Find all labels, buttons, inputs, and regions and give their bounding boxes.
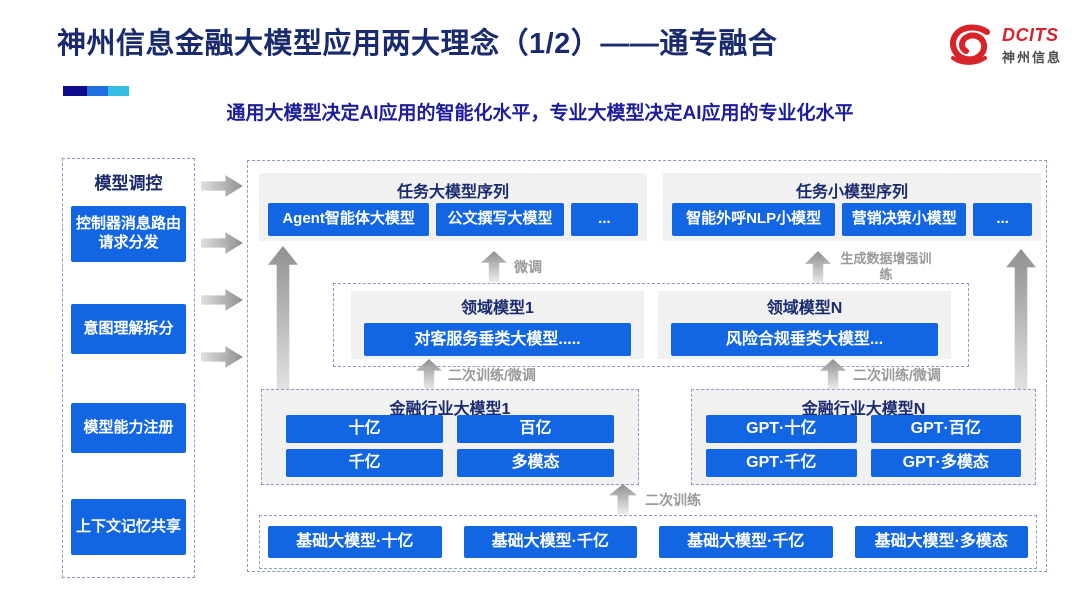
sidebar-item-router-dispatch: 控制器消息路由请求分发 (71, 206, 186, 262)
domain-model-section: 领域模型1 对客服务垂类大模型..... 领域模型N 风险合规垂类大模型... (333, 283, 969, 367)
arrow-right-icon (201, 232, 243, 254)
financial-industry-model-1-title: 金融行业大模型1 (389, 401, 511, 418)
billion-model-box: 十亿 (286, 415, 443, 443)
ten-billion-model-box: 百亿 (457, 415, 614, 443)
outbound-nlp-model-box: 智能外呼NLP小模型 (672, 203, 836, 236)
base-model-multimodal-box: 基础大模型·多模态 (854, 526, 1028, 558)
domain-model-n: 领域模型N 风险合规垂类大模型... (658, 291, 951, 359)
gpt-hundred-billion-model-box: GPT·千亿 (706, 449, 857, 477)
accent-segment-light (108, 86, 129, 96)
base-model-section: 基础大模型·十亿 基础大模型·千亿 基础大模型·千亿 基础大模型·多模态 (259, 515, 1037, 569)
gpt-billion-model-box: GPT·十亿 (706, 415, 857, 443)
hundred-billion-model-box: 千亿 (286, 449, 443, 477)
dcits-swirl-icon (950, 24, 990, 65)
financial-industry-model-n-section: 金融行业大模型N GPT·十亿 GPT·百亿 GPT·千亿 GPT·多模态 (691, 389, 1036, 485)
arrow-right-icon (201, 289, 243, 311)
risk-compliance-vertical-model-box: 风险合规垂类大模型... (671, 323, 938, 356)
document-writing-model-box: 公文撰写大模型 (436, 203, 564, 236)
task-small-ellipsis-box: ... (973, 203, 1032, 236)
model-architecture-panel: 任务大模型序列 Agent智能体大模型 公文撰写大模型 ... 任务小模型序列 … (247, 160, 1047, 572)
brand-logo: DCITS 神州信息 (949, 24, 1062, 66)
arrow-up-icon (481, 251, 507, 282)
financial-industry-model-n-title: 金融行业大模型N (801, 401, 926, 418)
base-model-hundred-billion-box-1: 基础大模型·千亿 (463, 526, 637, 558)
gpt-multimodal-model-box: GPT·多模态 (870, 449, 1021, 477)
arrow-up-icon (1006, 249, 1036, 390)
task-small-model-section: 任务小模型序列 智能外呼NLP小模型 营销决策小模型 ... (663, 173, 1041, 241)
domain-model-1-title: 领域模型1 (461, 300, 534, 317)
accent-segment-mid (87, 86, 108, 96)
domain-model-1: 领域模型1 对客服务垂类大模型..... (351, 291, 644, 359)
task-large-model-section: 任务大模型序列 Agent智能体大模型 公文撰写大模型 ... (259, 173, 647, 241)
arrow-right-icon (201, 175, 243, 197)
model-control-title: 模型调控 (94, 174, 163, 193)
agent-large-model-box: Agent智能体大模型 (268, 203, 430, 236)
task-large-ellipsis-box: ... (570, 203, 638, 236)
customer-service-vertical-model-box: 对客服务垂类大模型..... (364, 323, 631, 356)
gpt-ten-billion-model-box: GPT·百亿 (870, 415, 1021, 443)
industry-1-grid: 十亿 百亿 千亿 多模态 (262, 415, 638, 477)
task-small-row: 智能外呼NLP小模型 营销决策小模型 ... (672, 203, 1032, 236)
arrow-right-icon (201, 346, 243, 368)
marketing-decision-model-box: 营销决策小模型 (842, 203, 967, 236)
arrow-up-icon (268, 246, 298, 390)
domain-model-n-title: 领域模型N (766, 300, 843, 317)
arrow-up-icon (609, 484, 637, 514)
sidebar-item-intent-split: 意图理解拆分 (71, 304, 186, 354)
finetune-label: 微调 (514, 259, 542, 275)
subtitle: 通用大模型决定AI应用的智能化水平，专业大模型决定AI应用的专业化水平 (226, 103, 854, 124)
sidebar-item-capability-register: 模型能力注册 (71, 403, 186, 453)
financial-industry-model-1-section: 金融行业大模型1 十亿 百亿 千亿 多模态 (261, 389, 639, 485)
industry-n-grid: GPT·十亿 GPT·百亿 GPT·千亿 GPT·多模态 (692, 415, 1035, 477)
secondary-train-finetune-label-left: 二次训练/微调 (448, 367, 536, 383)
base-model-billion-box: 基础大模型·十亿 (268, 526, 442, 558)
gen-data-training-label: 生成数据增强训练 (840, 251, 932, 283)
brand-name: DCITS (1001, 24, 1059, 45)
brand-text: DCITS 神州信息 (1002, 25, 1062, 66)
multimodal-model-box: 多模态 (457, 449, 614, 477)
model-control-panel: 模型调控 控制器消息路由请求分发 意图理解拆分 模型能力注册 上下文记忆共享 (62, 158, 195, 578)
arrow-up-icon (805, 251, 831, 285)
secondary-train-finetune-label-right: 二次训练/微调 (853, 367, 941, 383)
title-accent-bar (63, 86, 129, 96)
secondary-training-label: 二次训练 (645, 492, 701, 508)
page-title: 神州信息金融大模型应用两大理念（1/2）——通专融合 (57, 28, 778, 60)
base-model-hundred-billion-box-2: 基础大模型·千亿 (659, 526, 833, 558)
task-large-title: 任务大模型序列 (396, 184, 509, 201)
sidebar-item-context-memory: 上下文记忆共享 (71, 499, 186, 555)
brand-name-cn: 神州信息 (1001, 49, 1062, 65)
task-small-title: 任务小模型序列 (795, 184, 908, 201)
accent-segment-dark (63, 86, 87, 96)
task-large-row: Agent智能体大模型 公文撰写大模型 ... (268, 203, 638, 236)
